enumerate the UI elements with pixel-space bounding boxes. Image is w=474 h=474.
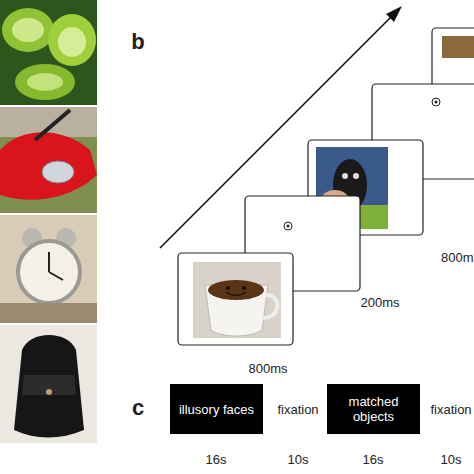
- block-label: matched objects: [327, 394, 420, 424]
- timing-label: fixation: [430, 403, 471, 416]
- photo-background: [0, 107, 97, 213]
- timing-label: 10s: [441, 453, 462, 466]
- backpack-flap: [22, 375, 76, 395]
- stimulus-eye: [353, 173, 359, 179]
- coffee-eye: [242, 286, 246, 290]
- frame-outline: [178, 253, 293, 345]
- panel-letter: b: [131, 31, 144, 53]
- fixation-dot: [432, 98, 440, 106]
- fixation-dot: [287, 225, 290, 228]
- photo-background: [0, 325, 97, 443]
- cup-handle: [262, 295, 278, 318]
- photo-background: [0, 107, 97, 137]
- photo-table: [0, 303, 97, 323]
- block-box: matched objects: [327, 384, 420, 434]
- block-label: illusory faces: [173, 402, 260, 417]
- photo-background: [0, 0, 97, 105]
- block-box: illusory faces: [170, 384, 263, 434]
- timing-label: 16s: [206, 453, 227, 466]
- scooter-body: [0, 132, 97, 199]
- timing-label: 16s: [363, 453, 384, 466]
- pepper-inside: [12, 18, 44, 42]
- timing-label: fixation: [277, 403, 318, 416]
- coffee: [208, 280, 264, 300]
- pepper-inside: [58, 27, 86, 57]
- coffee-smile: [226, 292, 246, 296]
- photo-background: [0, 215, 97, 323]
- stimulus-eye: [342, 173, 348, 179]
- panel-letter: c: [132, 397, 144, 419]
- pepper-inside: [27, 73, 63, 91]
- timing-label: 800ms: [248, 362, 287, 375]
- stimulus-frame: [178, 253, 293, 345]
- stimulus-photo: [193, 262, 281, 338]
- clock-hand: [49, 272, 63, 280]
- coffee-eye: [226, 286, 230, 290]
- timing-label: 200ms: [360, 296, 399, 309]
- scooter-photo: [0, 107, 97, 213]
- clock-photo: [0, 215, 97, 323]
- pepper-half: [15, 64, 75, 100]
- scooter-headlight: [42, 161, 74, 183]
- pepper-photo: [0, 0, 97, 105]
- fixation-dot: [284, 222, 292, 230]
- fixation-dot: [435, 101, 438, 104]
- stimulus-photo: [442, 36, 474, 58]
- scooter-handle: [35, 110, 70, 140]
- pepper-half: [2, 8, 54, 52]
- timing-label: 10s: [288, 453, 309, 466]
- arrow-head: [386, 6, 402, 22]
- backpack-shape: [14, 335, 84, 438]
- backpack-buckle: [46, 389, 52, 395]
- timing-label: 800m: [441, 251, 474, 264]
- pepper-half: [48, 14, 96, 66]
- clock-face: [18, 241, 80, 303]
- clock-hand: [48, 252, 50, 272]
- backpack-photo: [0, 325, 97, 443]
